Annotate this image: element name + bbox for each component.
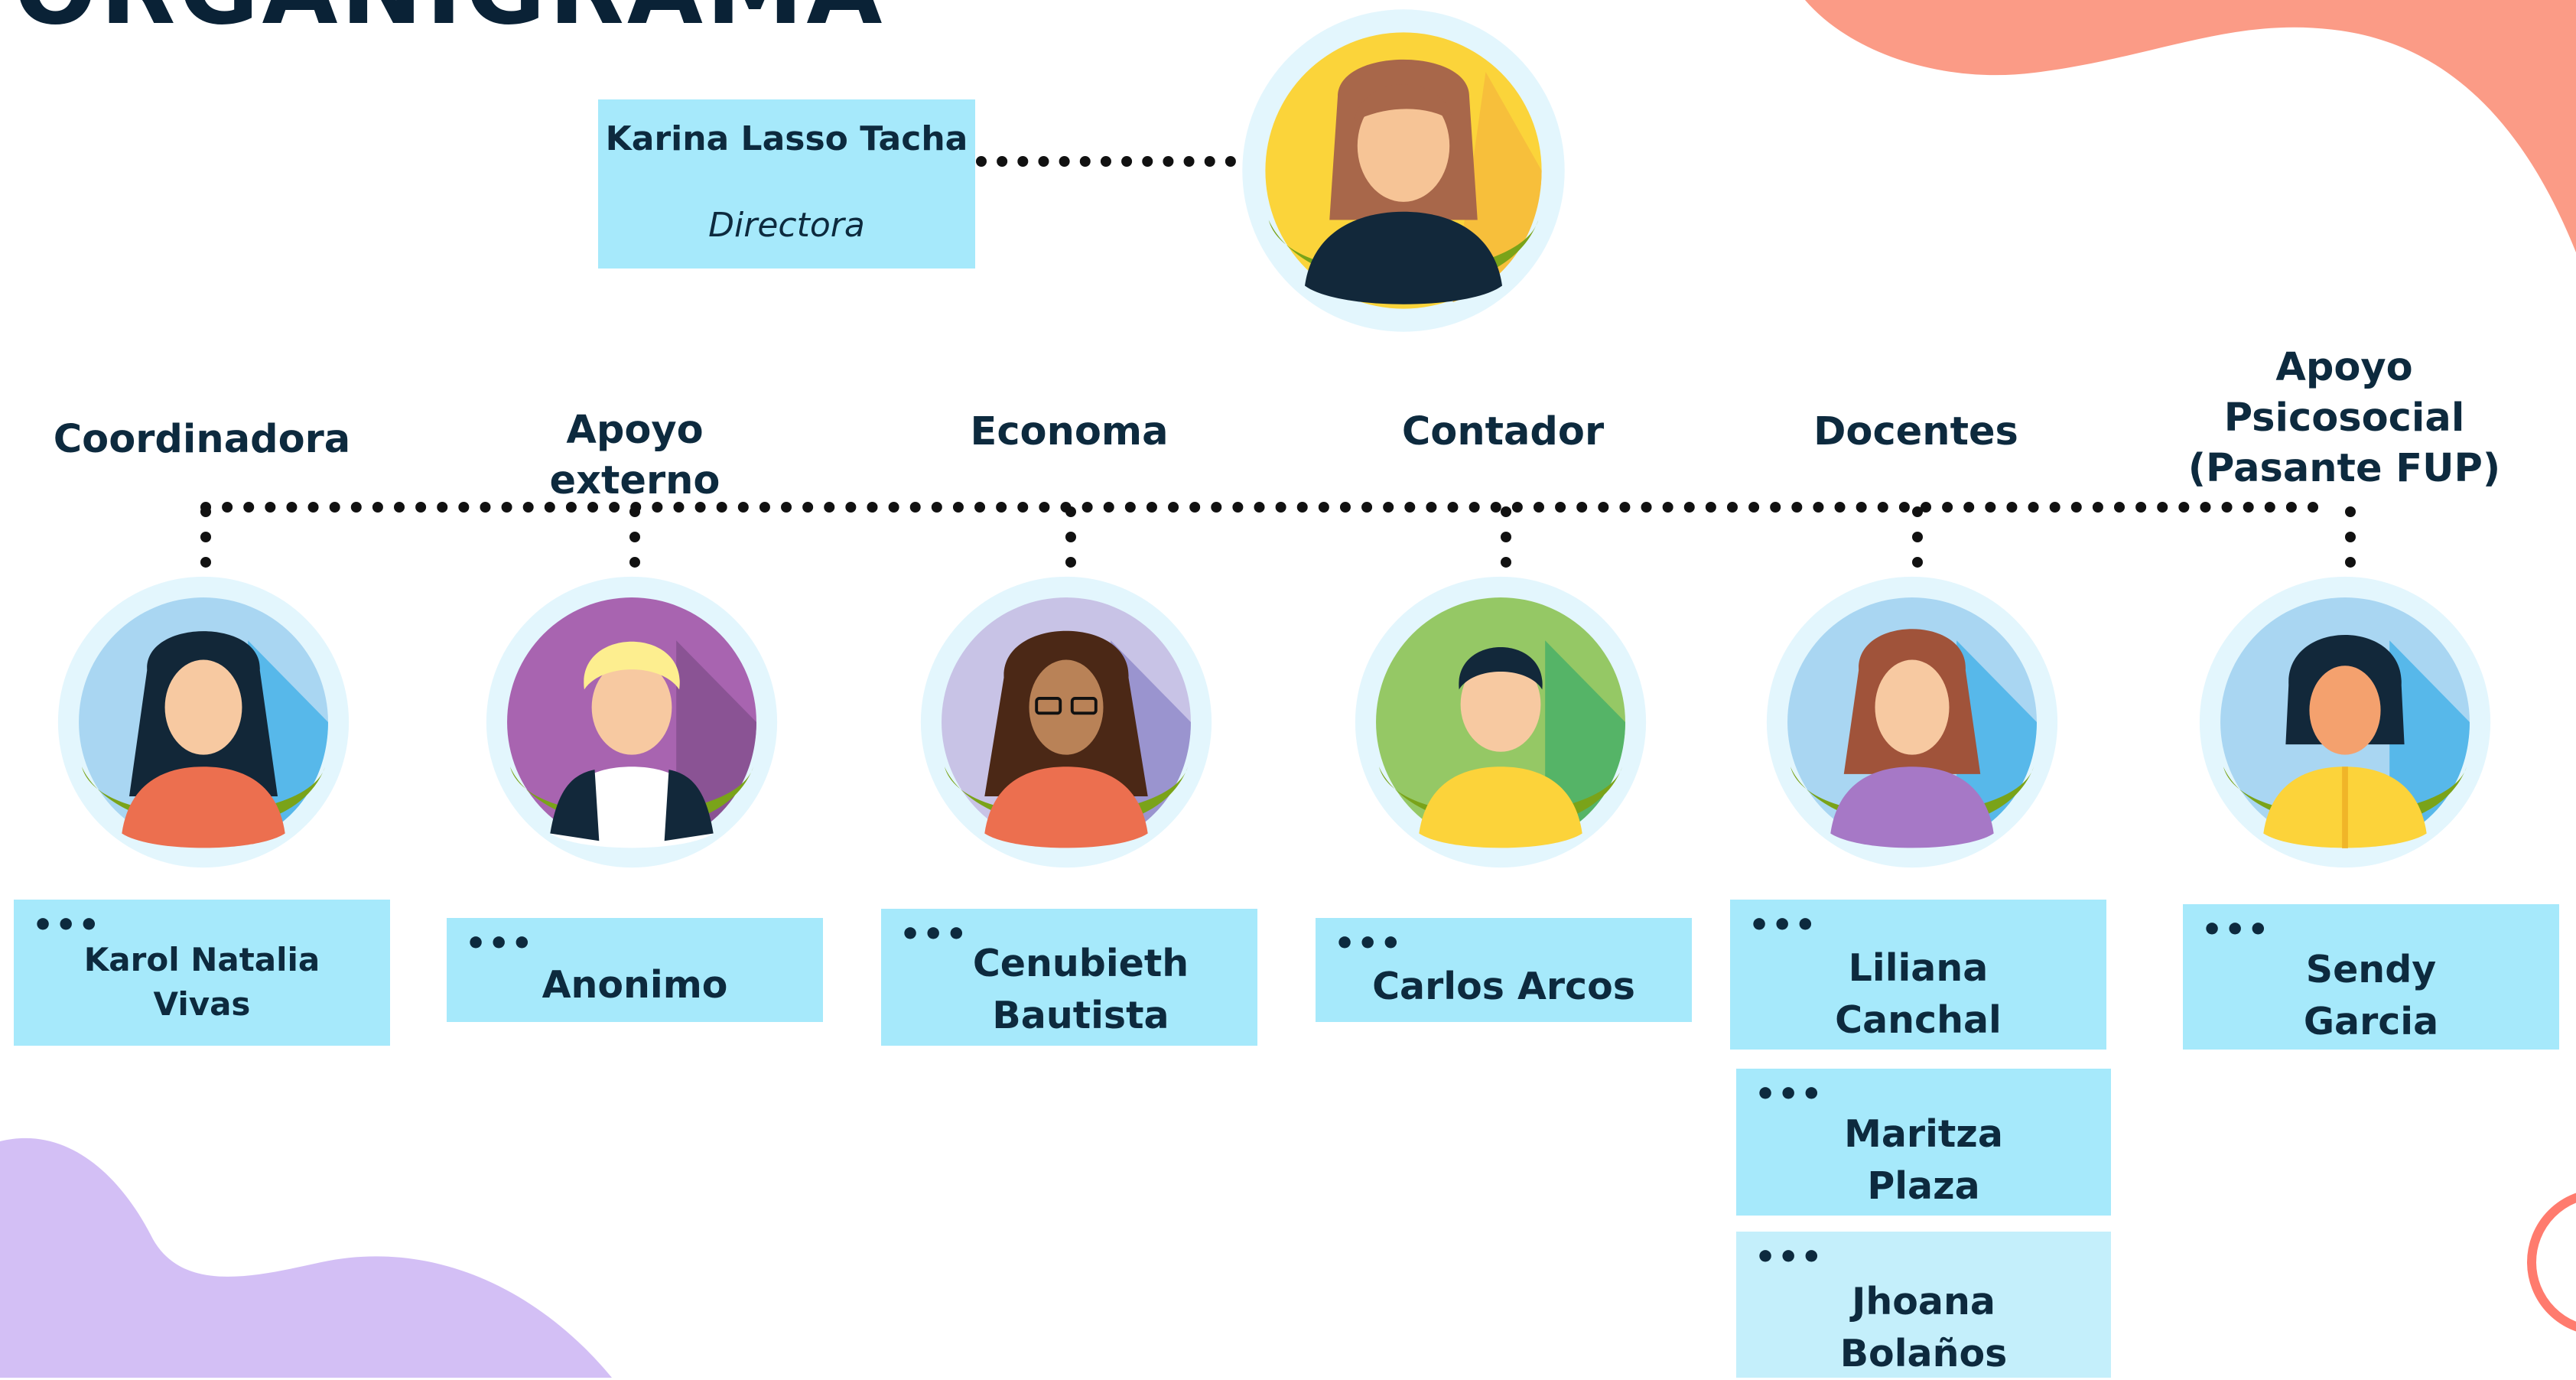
connector-contador bbox=[1501, 506, 1511, 568]
apoyo-externo-avatar bbox=[486, 576, 778, 868]
connector-docentes bbox=[1912, 506, 1923, 568]
card-dots-marker: ••• bbox=[32, 906, 102, 945]
member-card: ••• Jhoana Bolaños bbox=[1736, 1232, 2111, 1378]
card-dots-marker: ••• bbox=[2201, 910, 2271, 949]
member-card: ••• Sendy Garcia bbox=[2183, 904, 2559, 1050]
card-dots-marker: ••• bbox=[1755, 1075, 1824, 1114]
member-name: Liliana Canchal bbox=[1835, 946, 2002, 1042]
member-card: ••• Maritza Plaza bbox=[1736, 1069, 2111, 1216]
member-card: ••• Cenubieth Bautista bbox=[881, 909, 1257, 1046]
decorative-blob-bottom-left bbox=[0, 1138, 612, 1378]
role-label-docentes: Docentes bbox=[1813, 409, 2018, 454]
member-name: Maritza Plaza bbox=[1844, 1112, 2003, 1208]
connector-apoyo-externo bbox=[629, 506, 640, 568]
economa-avatar bbox=[920, 576, 1212, 868]
member-name: Cenubieth Bautista bbox=[972, 942, 1189, 1037]
apoyo-psicosocial-avatar bbox=[2199, 576, 2491, 868]
member-card: ••• Karol Natalia Vivas bbox=[14, 900, 390, 1046]
director-name: Karina Lasso Tacha bbox=[605, 119, 968, 158]
connector-apoyo-psicosocial bbox=[2345, 506, 2356, 568]
role-label-economa: Economa bbox=[970, 409, 1169, 454]
member-card: ••• Carlos Arcos bbox=[1316, 918, 1692, 1022]
director-avatar bbox=[1242, 9, 1565, 332]
card-dots-marker: ••• bbox=[465, 924, 535, 963]
member-name: Jhoana Bolaños bbox=[1839, 1280, 2008, 1375]
decorative-circle-edge bbox=[2527, 1193, 2576, 1332]
role-label-apoyo-externo: Apoyo externo bbox=[549, 408, 720, 503]
card-dots-marker: ••• bbox=[1748, 906, 1818, 945]
director-card: Karina Lasso Tacha Directora bbox=[598, 99, 975, 269]
role-label-apoyo-psicosocial: Apoyo Psicosocial (Pasante FUP) bbox=[2187, 345, 2501, 491]
card-dots-marker: ••• bbox=[1755, 1238, 1824, 1277]
member-name: Carlos Arcos bbox=[1372, 965, 1635, 1008]
member-card: ••• Liliana Canchal bbox=[1730, 900, 2106, 1050]
member-name: Karol Natalia Vivas bbox=[83, 941, 320, 1023]
role-label-contador: Contador bbox=[1401, 409, 1605, 454]
coordinadora-avatar bbox=[57, 576, 350, 868]
decorative-blob-top-right bbox=[1805, 0, 2576, 252]
role-label-coordinadora: Coordinadora bbox=[53, 417, 351, 462]
member-card: ••• Anonimo bbox=[447, 918, 823, 1022]
director-role: Directora bbox=[708, 206, 865, 245]
org-bus-line bbox=[200, 502, 2319, 513]
connector-coordinadora bbox=[200, 506, 211, 568]
director-connector bbox=[976, 156, 1236, 167]
page-title: ORGANIGRAMA bbox=[14, 0, 885, 47]
contador-avatar bbox=[1355, 576, 1647, 868]
connector-economa bbox=[1065, 506, 1076, 568]
member-name: Sendy Garcia bbox=[2303, 948, 2439, 1043]
member-name: Anonimo bbox=[542, 963, 728, 1007]
card-dots-marker: ••• bbox=[1334, 924, 1403, 963]
docentes-avatar bbox=[1766, 576, 2058, 868]
card-dots-marker: ••• bbox=[899, 915, 969, 954]
